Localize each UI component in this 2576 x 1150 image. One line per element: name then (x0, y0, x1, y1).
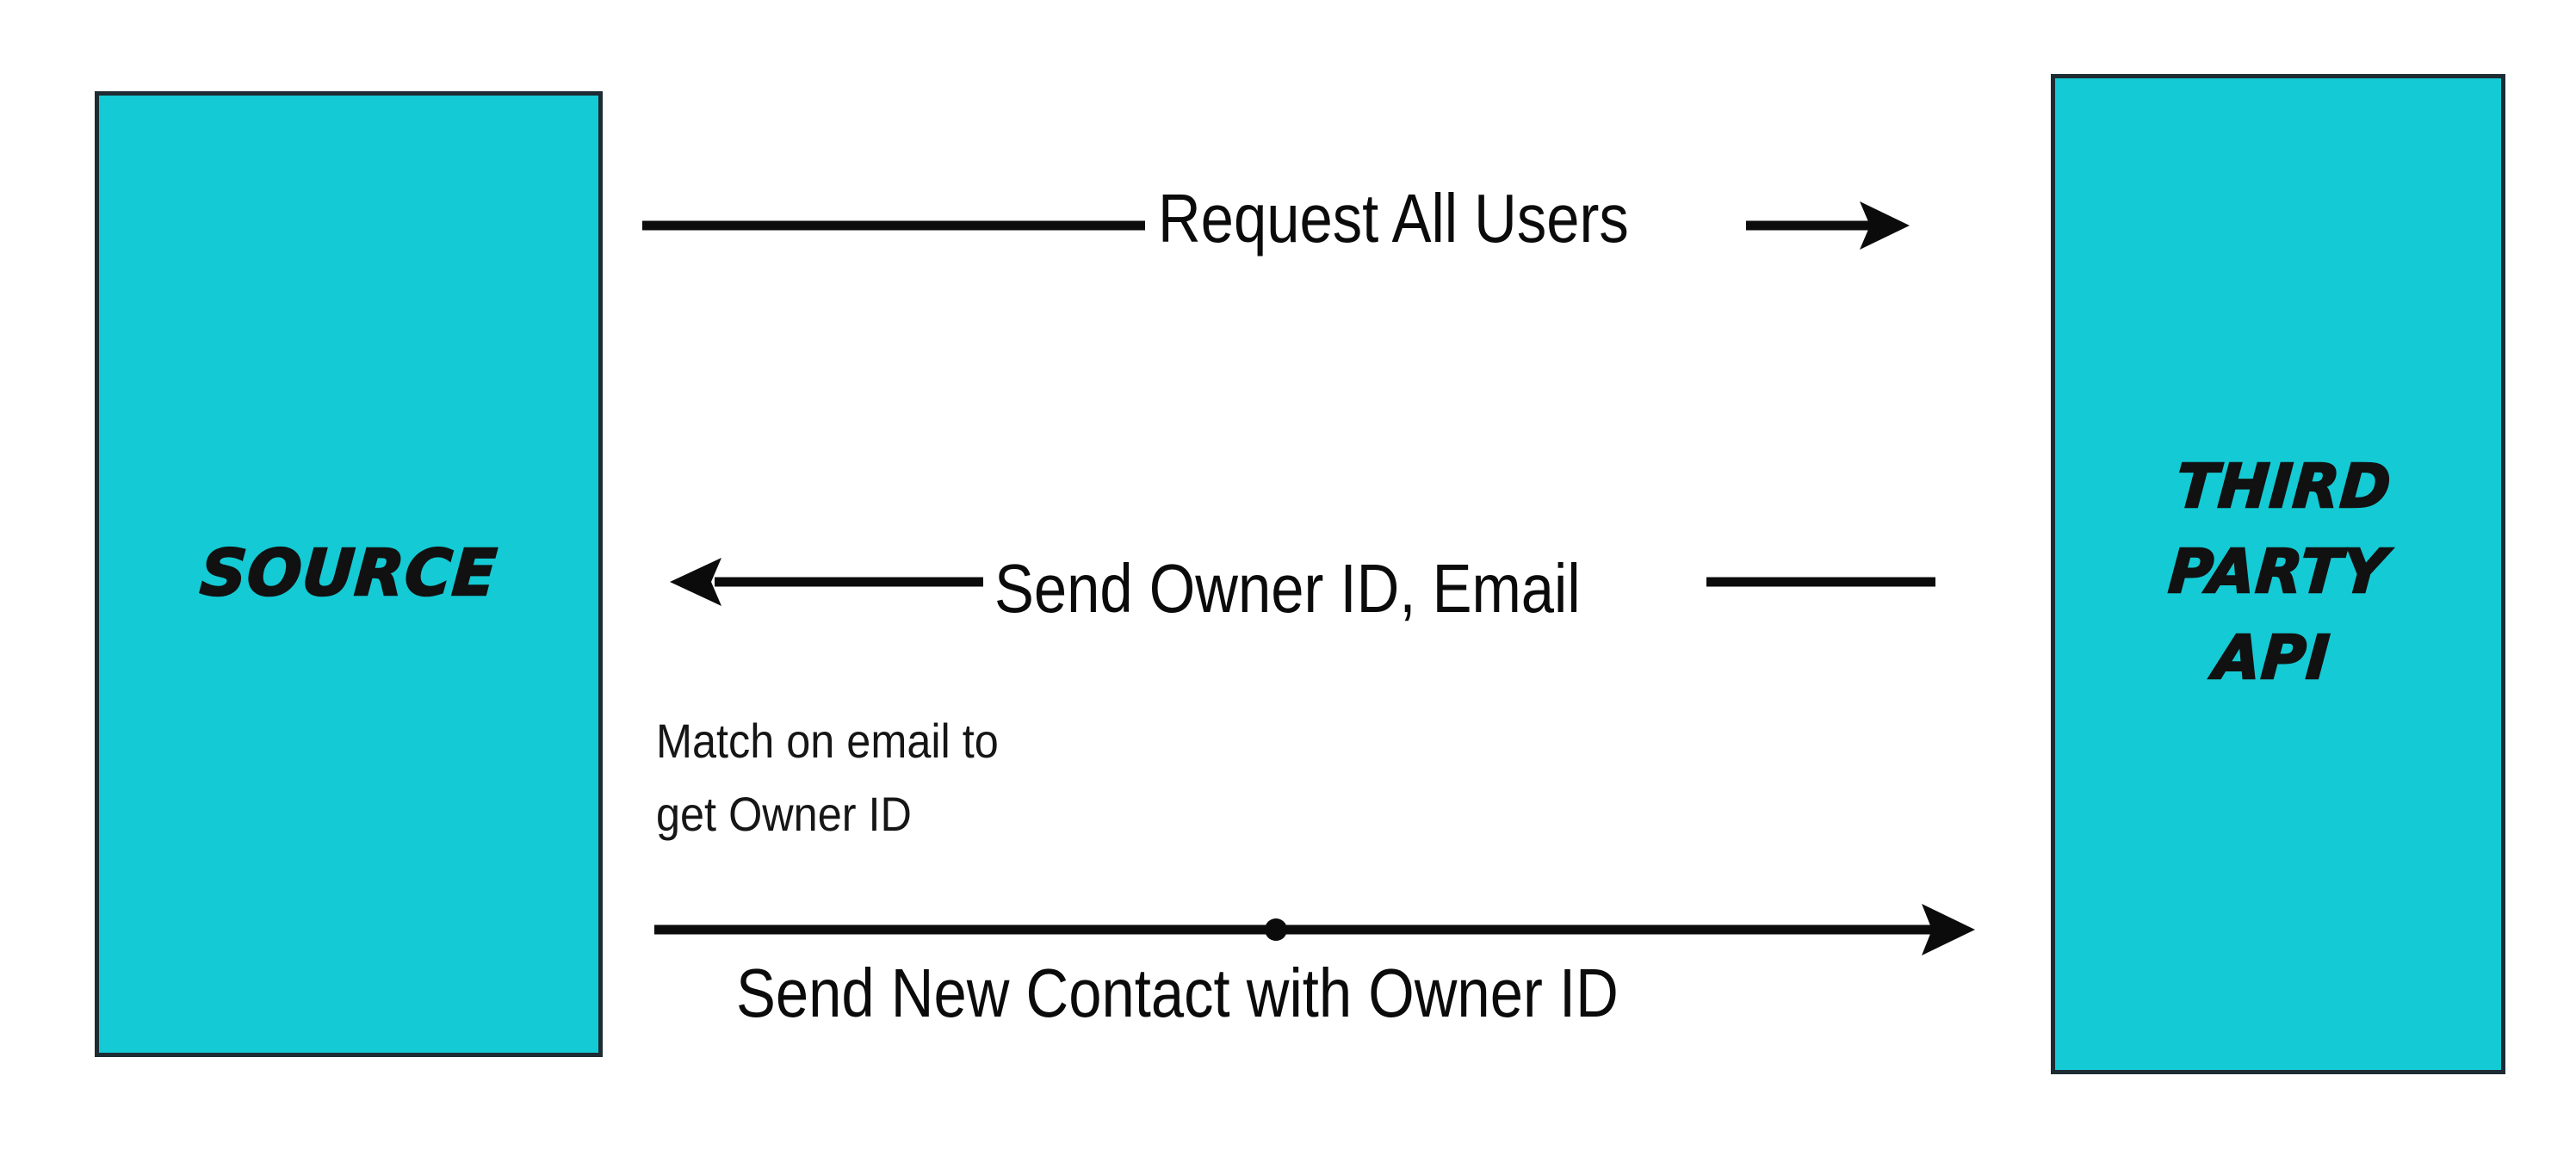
arrow-send-owner-id-email-head (670, 558, 721, 606)
message-label-send-new-contact: Send New Contact with Owner ID (736, 955, 1619, 1031)
participant-label-third-party-api: THIRD PARTY API (2160, 444, 2396, 704)
message-label-send-owner-id-email: Send Owner ID, Email (994, 550, 1581, 627)
note-match-email: Match on email to get Owner ID (656, 704, 999, 850)
note-match-email-line-1: Match on email to (656, 714, 999, 768)
message-label-request-all-users: Request All Users (1158, 180, 1629, 257)
participant-label-source-line-1: SOURCE (197, 535, 501, 612)
participant-label-third-party-api-line-3: API (2211, 621, 2334, 694)
participant-box-third-party-api[interactable]: THIRD PARTY API (2051, 74, 2505, 1074)
arrow-send-new-contact-midpoint-dot (1265, 918, 1287, 941)
participant-label-third-party-api-line-2: PARTY (2165, 535, 2390, 609)
participant-box-source[interactable]: SOURCE (95, 91, 603, 1057)
participant-label-source: SOURCE (197, 529, 501, 619)
arrow-send-new-contact (654, 904, 1975, 955)
arrow-request-all-users-head (1860, 201, 1910, 250)
note-match-email-line-2: get Owner ID (656, 787, 912, 842)
arrow-send-new-contact-head (1922, 904, 1975, 955)
participant-label-third-party-api-line-1: THIRD (2173, 450, 2395, 523)
